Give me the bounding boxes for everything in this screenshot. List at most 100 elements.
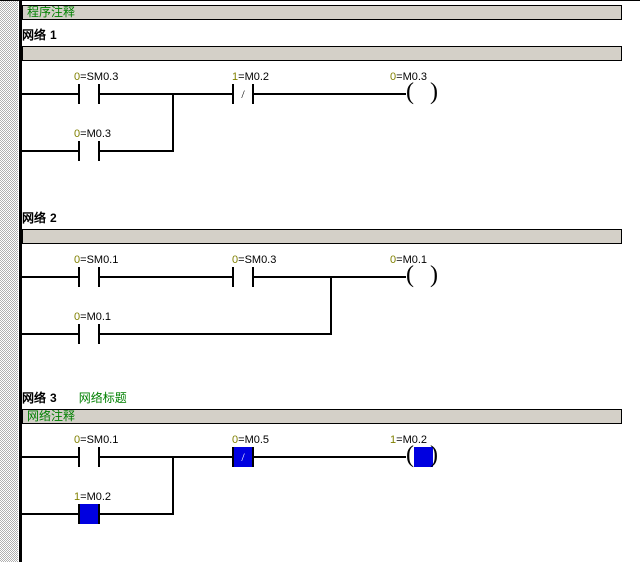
rung-rail-stub-n3 bbox=[20, 456, 22, 515]
operand-value-n1-r1-e2: 1 bbox=[232, 71, 239, 83]
contact-bar-left-icon bbox=[232, 447, 234, 467]
normally-closed-slash-icon: / bbox=[241, 87, 245, 101]
coil-paren-right-icon: ) bbox=[430, 442, 438, 468]
contact-bar-left-icon bbox=[232, 84, 234, 104]
operand-sep-n1-r2-e1: = bbox=[80, 128, 87, 140]
rung-rail-stub-n1 bbox=[20, 93, 22, 152]
contact-bar-left-icon bbox=[78, 84, 80, 104]
contact-fill bbox=[80, 141, 98, 161]
contact-bar-left-icon bbox=[78, 141, 80, 161]
contact-bar-right-icon bbox=[98, 504, 100, 524]
operand-label-n1-r1-e2: 1=M0.2 bbox=[232, 71, 269, 83]
operand-label-n2-r1-e1: 0=SM0.1 bbox=[74, 254, 118, 266]
contact-fill bbox=[234, 267, 252, 287]
operand-name-n2-r2-e1: M0.1 bbox=[86, 311, 112, 323]
network-label-2: 网络 bbox=[22, 211, 47, 225]
contact-n2-r1-e2[interactable] bbox=[232, 267, 254, 287]
operand-value-n3-r2-e1: 1 bbox=[74, 491, 81, 503]
network-label-1: 网络 bbox=[22, 28, 47, 42]
network-comment-bar-1[interactable] bbox=[22, 46, 622, 61]
wire-n3-r1-b bbox=[100, 456, 232, 458]
network-comment-bar-3[interactable]: 网络注释 bbox=[22, 409, 622, 424]
contact-n1-r2-e1[interactable] bbox=[78, 141, 100, 161]
coil-selection-fill bbox=[414, 447, 433, 467]
operand-name-n3-r1-e1: SM0.1 bbox=[86, 434, 119, 446]
wire-n1-r1-b bbox=[100, 93, 232, 95]
wire-n1-r2-b bbox=[100, 150, 174, 152]
contact-fill bbox=[80, 447, 98, 467]
branch-riser-n2 bbox=[330, 276, 332, 335]
operand-label-n1-r1-e3: 0=M0.3 bbox=[390, 71, 427, 83]
operand-label-n2-r1-e3: 0=M0.1 bbox=[390, 254, 427, 266]
contact-bar-right-icon bbox=[98, 84, 100, 104]
program-comment-bar[interactable]: 程序注释 bbox=[22, 5, 622, 20]
operand-name-n1-r1-e2: M0.2 bbox=[244, 71, 270, 83]
coil-n1-r1-e3[interactable]: ( ) bbox=[406, 79, 440, 105]
normally-closed-slash-icon: / bbox=[241, 450, 245, 464]
operand-sep-n1-r1-e1: = bbox=[80, 71, 87, 83]
network-number-2: 2 bbox=[50, 211, 57, 225]
contact-n2-r1-e1[interactable] bbox=[78, 267, 100, 287]
network-comment-bar-2[interactable] bbox=[22, 229, 622, 244]
operand-value-n1-r1-e3: 0 bbox=[390, 71, 397, 83]
contact-n1-r1-e2[interactable]: / bbox=[232, 84, 254, 104]
top-border-rule bbox=[0, 0, 640, 1]
operand-value-n3-r1-e3: 1 bbox=[390, 434, 397, 446]
contact-n1-r1-e1[interactable] bbox=[78, 84, 100, 104]
operand-name-n1-r1-e3: M0.3 bbox=[402, 71, 428, 83]
coil-paren-right-icon: ) bbox=[430, 79, 438, 105]
wire-n3-r2-a bbox=[22, 513, 78, 515]
contact-fill bbox=[80, 324, 98, 344]
contact-n3-r1-e2-selected[interactable]: / bbox=[232, 447, 254, 467]
operand-label-n2-r2-e1: 0=M0.1 bbox=[74, 311, 111, 323]
operand-name-n1-r2-e1: M0.3 bbox=[86, 128, 112, 140]
operand-sep-n3-r2-e1: = bbox=[80, 491, 87, 503]
operand-value-n2-r1-e2: 0 bbox=[232, 254, 239, 266]
branch-riser-n1 bbox=[172, 93, 174, 152]
operand-sep-n2-r2-e1: = bbox=[80, 311, 87, 323]
contact-n2-r2-e1[interactable] bbox=[78, 324, 100, 344]
wire-n1-r1-a bbox=[22, 93, 78, 95]
operand-name-n3-r1-e3: M0.2 bbox=[402, 434, 428, 446]
operand-value-n1-r1-e1: 0 bbox=[74, 71, 81, 83]
operand-name-n3-r2-e1: M0.2 bbox=[86, 491, 112, 503]
operand-label-n3-r1-e2: 0=M0.5 bbox=[232, 434, 269, 446]
operand-sep-n2-r1-e2: = bbox=[238, 254, 245, 266]
operand-label-n1-r2-e1: 0=M0.3 bbox=[74, 128, 111, 140]
network-title-3[interactable]: 网络标题 bbox=[78, 391, 127, 405]
branch-riser-n3 bbox=[172, 456, 174, 515]
operand-name-n2-r1-e2: SM0.3 bbox=[244, 254, 277, 266]
operand-sep-n3-r1-e1: = bbox=[80, 434, 87, 446]
network-number-1: 1 bbox=[50, 28, 57, 42]
coil-paren-left-icon: ( bbox=[406, 262, 414, 288]
contact-bar-left-icon bbox=[78, 504, 80, 524]
network-comment-text-3: 网络注释 bbox=[27, 409, 76, 423]
network-number-3: 3 bbox=[50, 391, 57, 405]
coil-paren-left-icon: ( bbox=[406, 442, 414, 468]
contact-bar-left-icon bbox=[78, 447, 80, 467]
operand-value-n2-r2-e1: 0 bbox=[74, 311, 81, 323]
operand-name-n1-r1-e1: SM0.3 bbox=[86, 71, 119, 83]
wire-n3-r1-c bbox=[254, 456, 406, 458]
operand-name-n2-r1-e1: SM0.1 bbox=[86, 254, 119, 266]
wire-n2-r2-a bbox=[22, 333, 78, 335]
operand-label-n3-r1-e1: 0=SM0.1 bbox=[74, 434, 118, 446]
wire-n2-r1-a bbox=[22, 276, 78, 278]
wire-n3-r1-a bbox=[22, 456, 78, 458]
coil-n2-r1-e3[interactable]: ( ) bbox=[406, 262, 440, 288]
contact-bar-right-icon bbox=[98, 447, 100, 467]
contact-bar-right-icon bbox=[252, 447, 254, 467]
contact-selection-fill bbox=[80, 504, 98, 524]
operand-name-n3-r1-e2: M0.5 bbox=[244, 434, 270, 446]
operand-label-n3-r2-e1: 1=M0.2 bbox=[74, 491, 111, 503]
contact-fill bbox=[80, 267, 98, 287]
operand-value-n3-r1-e2: 0 bbox=[232, 434, 239, 446]
operand-sep-n1-r1-e3: = bbox=[396, 71, 403, 83]
contact-n3-r2-e1-selected[interactable] bbox=[78, 504, 100, 524]
coil-n3-r1-e3-selected[interactable]: ( ) bbox=[406, 442, 440, 468]
contact-n3-r1-e1[interactable] bbox=[78, 447, 100, 467]
